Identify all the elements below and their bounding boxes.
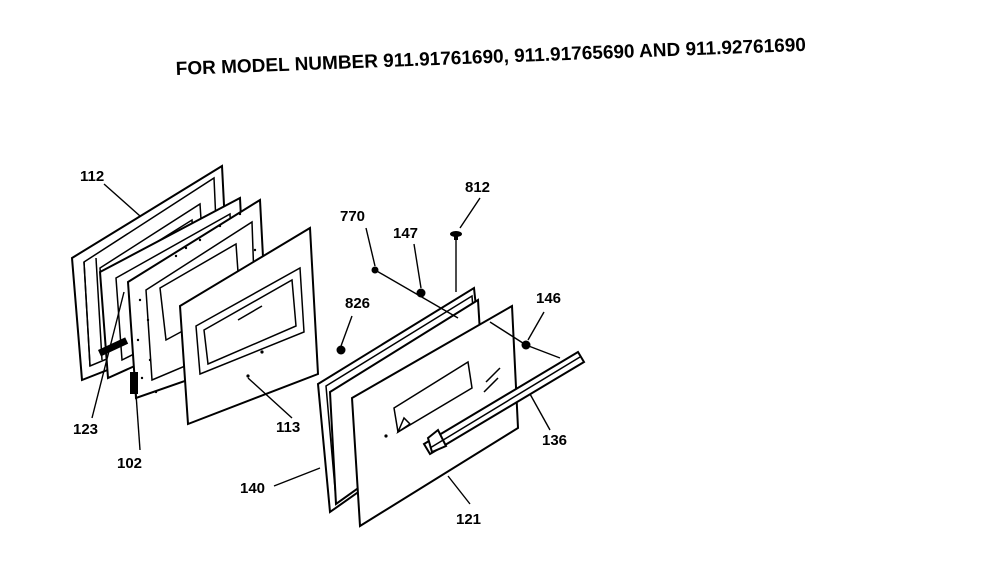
- callout-140: 140: [240, 480, 265, 497]
- callout-136: 136: [542, 432, 567, 449]
- outer-glass-121: [350, 304, 520, 528]
- screw-826: [336, 345, 346, 355]
- callout-121: 121: [456, 511, 481, 528]
- leader-lines: [91, 183, 561, 505]
- callout-147: 147: [393, 225, 418, 242]
- callout-146: 146: [536, 290, 561, 307]
- callout-770: 770: [340, 208, 365, 225]
- inner-glass-113: [178, 226, 320, 426]
- callout-812: 812: [465, 179, 490, 196]
- callout-113: 113: [276, 419, 300, 436]
- screw-812: [450, 231, 462, 240]
- door-handle-136: [422, 350, 586, 456]
- diagram-title: FOR MODEL NUMBER 911.91761690, 911.91765…: [175, 35, 806, 80]
- callout-102: 102: [117, 455, 142, 472]
- callout-123: 123: [73, 421, 98, 438]
- callout-112: 112: [80, 168, 104, 185]
- callout-826: 826: [345, 295, 370, 312]
